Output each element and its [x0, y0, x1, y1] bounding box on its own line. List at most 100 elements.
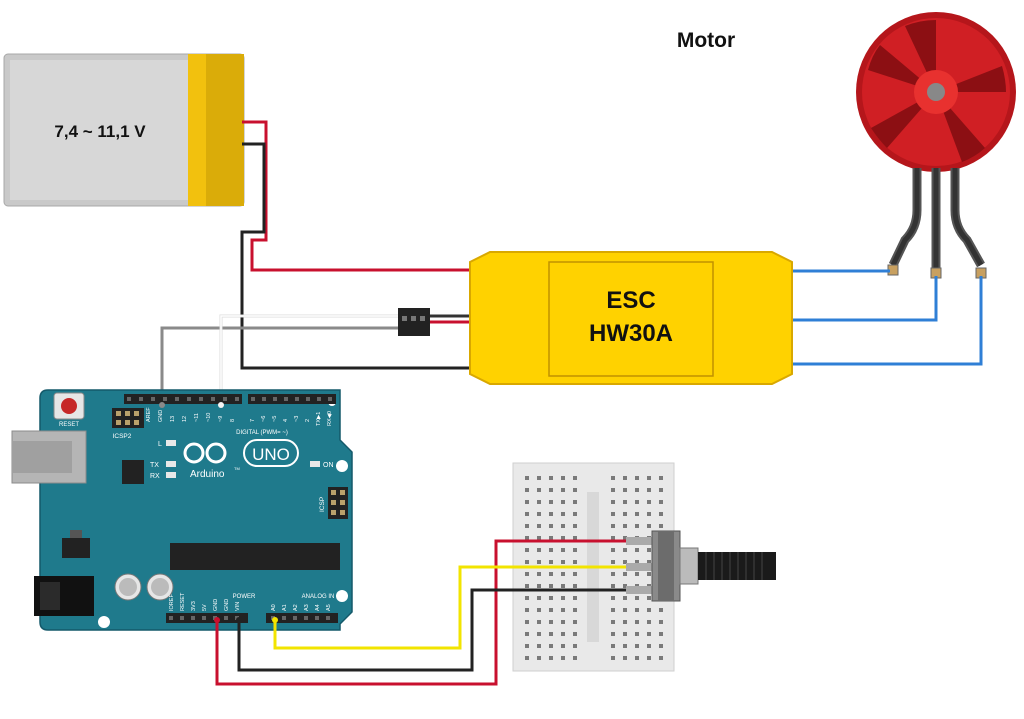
- status-leds: L TX RX ON: [150, 440, 334, 480]
- breadboard-hole: [573, 656, 577, 660]
- breadboard-hole: [573, 512, 577, 516]
- breadboard-hole: [635, 608, 639, 612]
- motor-phase-wires: [792, 269, 983, 366]
- breadboard-hole: [611, 608, 615, 612]
- breadboard-hole: [611, 572, 615, 576]
- breadboard-hole: [561, 548, 565, 552]
- analog-header[interactable]: [266, 613, 338, 623]
- pin-label: A1: [282, 604, 288, 611]
- breadboard-hole: [561, 572, 565, 576]
- breadboard-hole: [647, 548, 651, 552]
- breadboard-hole: [525, 596, 529, 600]
- breadboard-hole: [647, 560, 651, 564]
- breadboard-hole: [573, 524, 577, 528]
- breadboard-hole: [549, 608, 553, 612]
- breadboard-hole: [647, 524, 651, 528]
- esc-label-line2: HW30A: [589, 320, 673, 347]
- breadboard-hole: [611, 656, 615, 660]
- power-pin-labels: IOREF RESET 3V3 5V GND GND VIN: [169, 592, 241, 611]
- breadboard-hole: [611, 476, 615, 480]
- breadboard-hole: [561, 524, 565, 528]
- breadboard-hole: [635, 572, 639, 576]
- breadboard-hole: [647, 632, 651, 636]
- breadboard-hole: [549, 572, 553, 576]
- digital-header-left[interactable]: [124, 394, 242, 404]
- breadboard-hole: [525, 656, 529, 660]
- breadboard-hole: [647, 572, 651, 576]
- digital-pin-holes: [127, 397, 332, 401]
- pin-label: GND: [158, 410, 164, 422]
- breadboard-hole: [573, 572, 577, 576]
- breadboard-hole: [525, 500, 529, 504]
- breadboard-hole: [635, 632, 639, 636]
- breadboard-hole: [549, 620, 553, 624]
- breadboard-hole: [525, 572, 529, 576]
- breadboard-hole: [623, 608, 627, 612]
- breadboard-hole: [561, 632, 565, 636]
- pin-label: 7: [250, 419, 256, 422]
- breadboard-hole: [561, 512, 565, 516]
- breadboard-hole: [549, 644, 553, 648]
- breadboard-hole: [635, 524, 639, 528]
- power-header[interactable]: [166, 613, 248, 623]
- breadboard-hole: [549, 560, 553, 564]
- breadboard-hole: [549, 524, 553, 528]
- breadboard-hole: [623, 584, 627, 588]
- breadboard-hole: [525, 560, 529, 564]
- breadboard-hole: [561, 584, 565, 588]
- pin-label: ~11: [194, 413, 200, 422]
- pin-label: ~10: [206, 413, 212, 422]
- breadboard-hole: [573, 500, 577, 504]
- breadboard-hole: [623, 560, 627, 564]
- breadboard-hole: [537, 560, 541, 564]
- breadboard-hole: [611, 500, 615, 504]
- breadboard-hole: [561, 536, 565, 540]
- led-l-label: L: [158, 441, 162, 448]
- breadboard-hole: [525, 512, 529, 516]
- breadboard-hole: [549, 476, 553, 480]
- breadboard-hole: [659, 488, 663, 492]
- arduino-model: UNO: [252, 445, 290, 464]
- breadboard-hole: [611, 536, 615, 540]
- pin-label: 12: [182, 416, 188, 422]
- breadboard-hole: [561, 476, 565, 480]
- breadboard-hole: [573, 632, 577, 636]
- breadboard-hole: [623, 596, 627, 600]
- motor: [856, 12, 1016, 279]
- pin-label: 2: [305, 419, 311, 422]
- breadboard-hole: [537, 632, 541, 636]
- breadboard-hole: [525, 524, 529, 528]
- breadboard-hole: [537, 620, 541, 624]
- breadboard-hole: [611, 560, 615, 564]
- breadboard-hole: [561, 560, 565, 564]
- pin-label: GND: [213, 599, 219, 611]
- pin-label: TX▶1: [316, 412, 322, 426]
- pin-label: 13: [170, 416, 176, 422]
- breadboard-hole: [647, 608, 651, 612]
- breadboard-hole: [623, 524, 627, 528]
- power-label: POWER: [233, 594, 256, 600]
- digital-pin-labels: AREF GND 13 12 ~11 ~10 ~9 8 7 ~6 ~5 4 ~3…: [146, 407, 333, 426]
- breadboard-hole: [561, 608, 565, 612]
- microcontroller-chip: [170, 543, 340, 570]
- breadboard-hole: [561, 656, 565, 660]
- pin-label: AREF: [146, 407, 152, 422]
- breadboard-hole: [549, 512, 553, 516]
- esc-label-line1: ESC: [606, 287, 655, 314]
- breadboard-hole: [525, 632, 529, 636]
- led-on-label: ON: [323, 462, 334, 469]
- digital-header-right[interactable]: [248, 394, 336, 404]
- breadboard-hole: [623, 620, 627, 624]
- potentiometer[interactable]: [626, 530, 776, 602]
- breadboard-hole: [659, 476, 663, 480]
- breadboard-hole: [635, 548, 639, 552]
- breadboard-hole: [623, 536, 627, 540]
- breadboard-hole: [525, 620, 529, 624]
- breadboard-hole: [561, 488, 565, 492]
- breadboard-hole: [549, 500, 553, 504]
- potentiometer-knob[interactable]: [698, 552, 776, 580]
- signal-wires: [160, 314, 470, 400]
- reset-label: RESET: [59, 422, 79, 428]
- breadboard-hole: [659, 500, 663, 504]
